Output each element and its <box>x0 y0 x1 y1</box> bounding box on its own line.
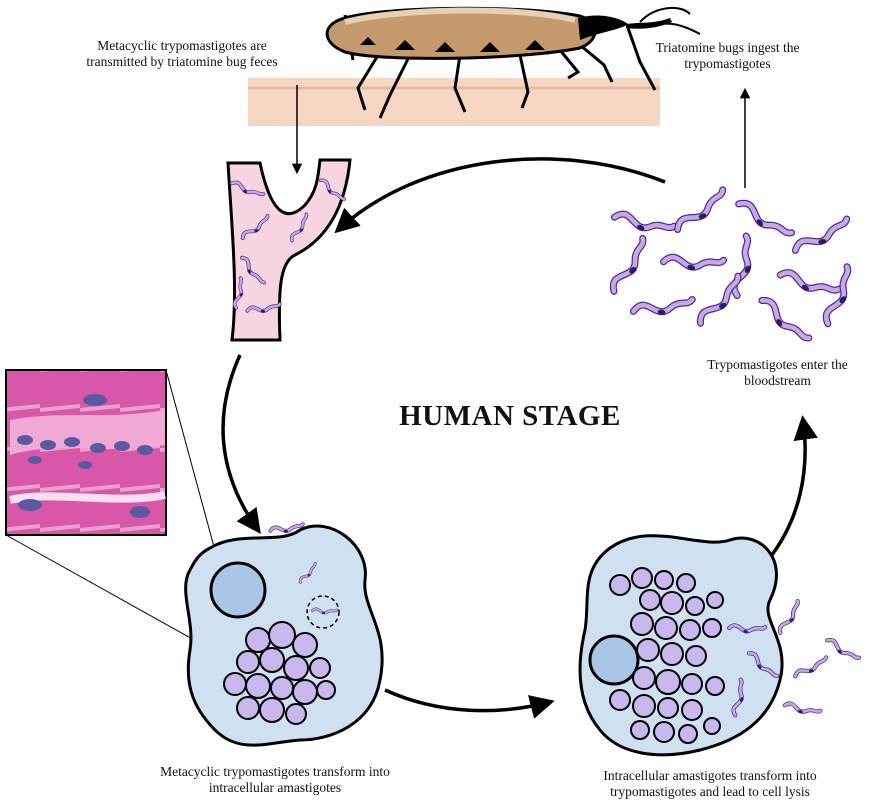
lysing-cell-icon <box>578 534 859 757</box>
blood-vessel-icon <box>224 158 352 342</box>
triatomine-bug-icon <box>325 6 701 119</box>
cycle-arrows <box>221 157 818 719</box>
bloodstream-label: Trypomastigotes enter the bloodstream <box>707 357 848 388</box>
host-cell-icon <box>184 516 384 747</box>
ingest-label: Triatomine bugs ingest the trypomastigot… <box>655 40 800 71</box>
trypomastigote-icon <box>600 190 864 349</box>
histology-micrograph-icon <box>5 369 243 661</box>
transform-label: Metacyclic trypomastigotes transform int… <box>160 764 390 795</box>
lysis-label: Intracellular amastigotes transform into… <box>603 768 817 799</box>
diagram-title: HUMAN STAGE <box>399 400 621 432</box>
transmit-label: Metacyclic trypomastigotes are transmitt… <box>86 38 278 69</box>
